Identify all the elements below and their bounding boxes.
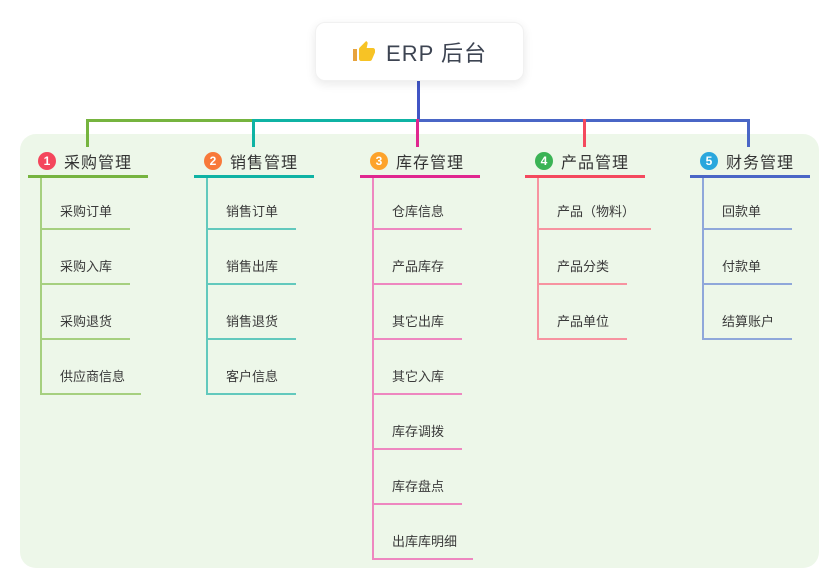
branch-tree: 销售订单 销售出库 销售退货 客户信息 xyxy=(206,178,296,395)
child-label: 产品单位 xyxy=(557,314,610,329)
child-node[interactable]: 采购退货 xyxy=(42,285,130,340)
child-label: 采购订单 xyxy=(60,204,113,219)
child-label: 采购入库 xyxy=(60,259,113,274)
child-node[interactable]: 仓库信息 xyxy=(374,178,462,230)
branch-drop-inventory xyxy=(416,119,419,147)
branch-number-badge: 3 xyxy=(370,151,388,170)
branch-product: 4 产品管理 产品（物料） 产品分类 产品单位 xyxy=(525,146,652,340)
child-node[interactable]: 出库库明细 xyxy=(374,505,474,560)
branch-title-node[interactable]: 1 采购管理 xyxy=(28,146,148,178)
branch-title: 采购管理 xyxy=(64,154,133,172)
child-label: 出库库明细 xyxy=(392,534,458,549)
branch-title-node[interactable]: 2 销售管理 xyxy=(194,146,314,178)
mindmap-panel xyxy=(20,134,819,568)
child-node[interactable]: 其它出库 xyxy=(374,285,462,340)
branch-tree: 回款单 付款单 结算账户 xyxy=(702,178,792,340)
child-label: 销售退货 xyxy=(226,314,279,329)
child-node[interactable]: 产品分类 xyxy=(539,230,627,285)
branch-number-badge: 2 xyxy=(204,151,222,170)
branch-finance: 5 财务管理 回款单 付款单 结算账户 xyxy=(690,146,810,340)
child-label: 销售订单 xyxy=(226,204,279,219)
branch-title: 库存管理 xyxy=(396,154,465,172)
branch-procurement: 1 采购管理 采购订单 采购入库 采购退货 供应商信息 xyxy=(28,146,148,395)
branch-title-node[interactable]: 3 库存管理 xyxy=(360,146,480,178)
child-node[interactable]: 库存盘点 xyxy=(374,450,462,505)
child-node[interactable]: 采购入库 xyxy=(42,230,130,285)
child-node[interactable]: 供应商信息 xyxy=(42,340,142,395)
branch-number-badge: 4 xyxy=(535,151,553,170)
child-label: 采购退货 xyxy=(60,314,113,329)
child-node[interactable]: 销售出库 xyxy=(208,230,296,285)
child-label: 仓库信息 xyxy=(392,204,445,219)
branch-sales: 2 销售管理 销售订单 销售出库 销售退货 客户信息 xyxy=(194,146,314,395)
child-label: 其它入库 xyxy=(392,369,445,384)
bus-segment-sales xyxy=(253,119,419,122)
branch-title: 财务管理 xyxy=(726,154,795,172)
branch-drop-sales xyxy=(252,119,255,147)
root-connector-line xyxy=(417,81,420,120)
child-node[interactable]: 采购订单 xyxy=(42,178,130,230)
child-node[interactable]: 结算账户 xyxy=(704,285,792,340)
branch-drop-product xyxy=(583,119,586,147)
child-label: 产品库存 xyxy=(392,259,445,274)
child-node[interactable]: 产品（物料） xyxy=(539,178,652,230)
child-node[interactable]: 回款单 xyxy=(704,178,792,230)
child-label: 回款单 xyxy=(722,204,762,219)
branch-drop-procurement xyxy=(86,119,89,147)
branch-title: 产品管理 xyxy=(561,154,630,172)
child-node[interactable]: 产品库存 xyxy=(374,230,462,285)
child-label: 库存调拨 xyxy=(392,424,445,439)
branch-drop-finance xyxy=(747,119,750,147)
child-node[interactable]: 销售订单 xyxy=(208,178,296,230)
child-node[interactable]: 其它入库 xyxy=(374,340,462,395)
child-label: 结算账户 xyxy=(722,314,775,329)
child-label: 付款单 xyxy=(722,259,762,274)
branch-title: 销售管理 xyxy=(230,154,299,172)
branch-inventory: 3 库存管理 仓库信息 产品库存 其它出库 其它入库 库存调拨 库存盘点 出库库… xyxy=(360,146,480,560)
child-node[interactable]: 付款单 xyxy=(704,230,792,285)
child-label: 客户信息 xyxy=(226,369,279,384)
thumbs-up-icon xyxy=(353,40,376,61)
child-node[interactable]: 产品单位 xyxy=(539,285,627,340)
child-label: 产品（物料） xyxy=(557,204,636,219)
branch-title-node[interactable]: 5 财务管理 xyxy=(690,146,810,178)
branch-tree: 产品（物料） 产品分类 产品单位 xyxy=(537,178,652,340)
branch-number-badge: 5 xyxy=(700,151,718,170)
child-node[interactable]: 库存调拨 xyxy=(374,395,462,450)
child-label: 销售出库 xyxy=(226,259,279,274)
root-node[interactable]: ERP 后台 xyxy=(315,22,524,81)
child-label: 供应商信息 xyxy=(60,369,126,384)
branch-tree: 仓库信息 产品库存 其它出库 其它入库 库存调拨 库存盘点 出库库明细 xyxy=(372,178,474,560)
bus-segment-procurement xyxy=(87,119,254,122)
child-node[interactable]: 销售退货 xyxy=(208,285,296,340)
branch-tree: 采购订单 采购入库 采购退货 供应商信息 xyxy=(40,178,142,395)
child-label: 产品分类 xyxy=(557,259,610,274)
child-label: 库存盘点 xyxy=(392,479,445,494)
root-label: ERP 后台 xyxy=(386,40,487,66)
branch-title-node[interactable]: 4 产品管理 xyxy=(525,146,645,178)
branch-number-badge: 1 xyxy=(38,151,56,170)
child-node[interactable]: 客户信息 xyxy=(208,340,296,395)
child-label: 其它出库 xyxy=(392,314,445,329)
